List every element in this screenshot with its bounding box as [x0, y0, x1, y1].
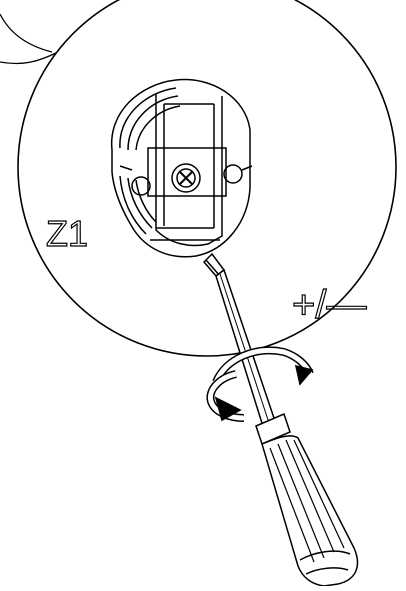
phillips-screw-icon — [171, 163, 201, 193]
callout-arc-line — [0, 13, 53, 53]
rotation-arrows-icon — [206, 346, 314, 422]
callout-leader-line — [0, 51, 59, 65]
detail-label: Z1 — [46, 213, 88, 254]
adjust-symbol: +/— — [292, 283, 366, 327]
